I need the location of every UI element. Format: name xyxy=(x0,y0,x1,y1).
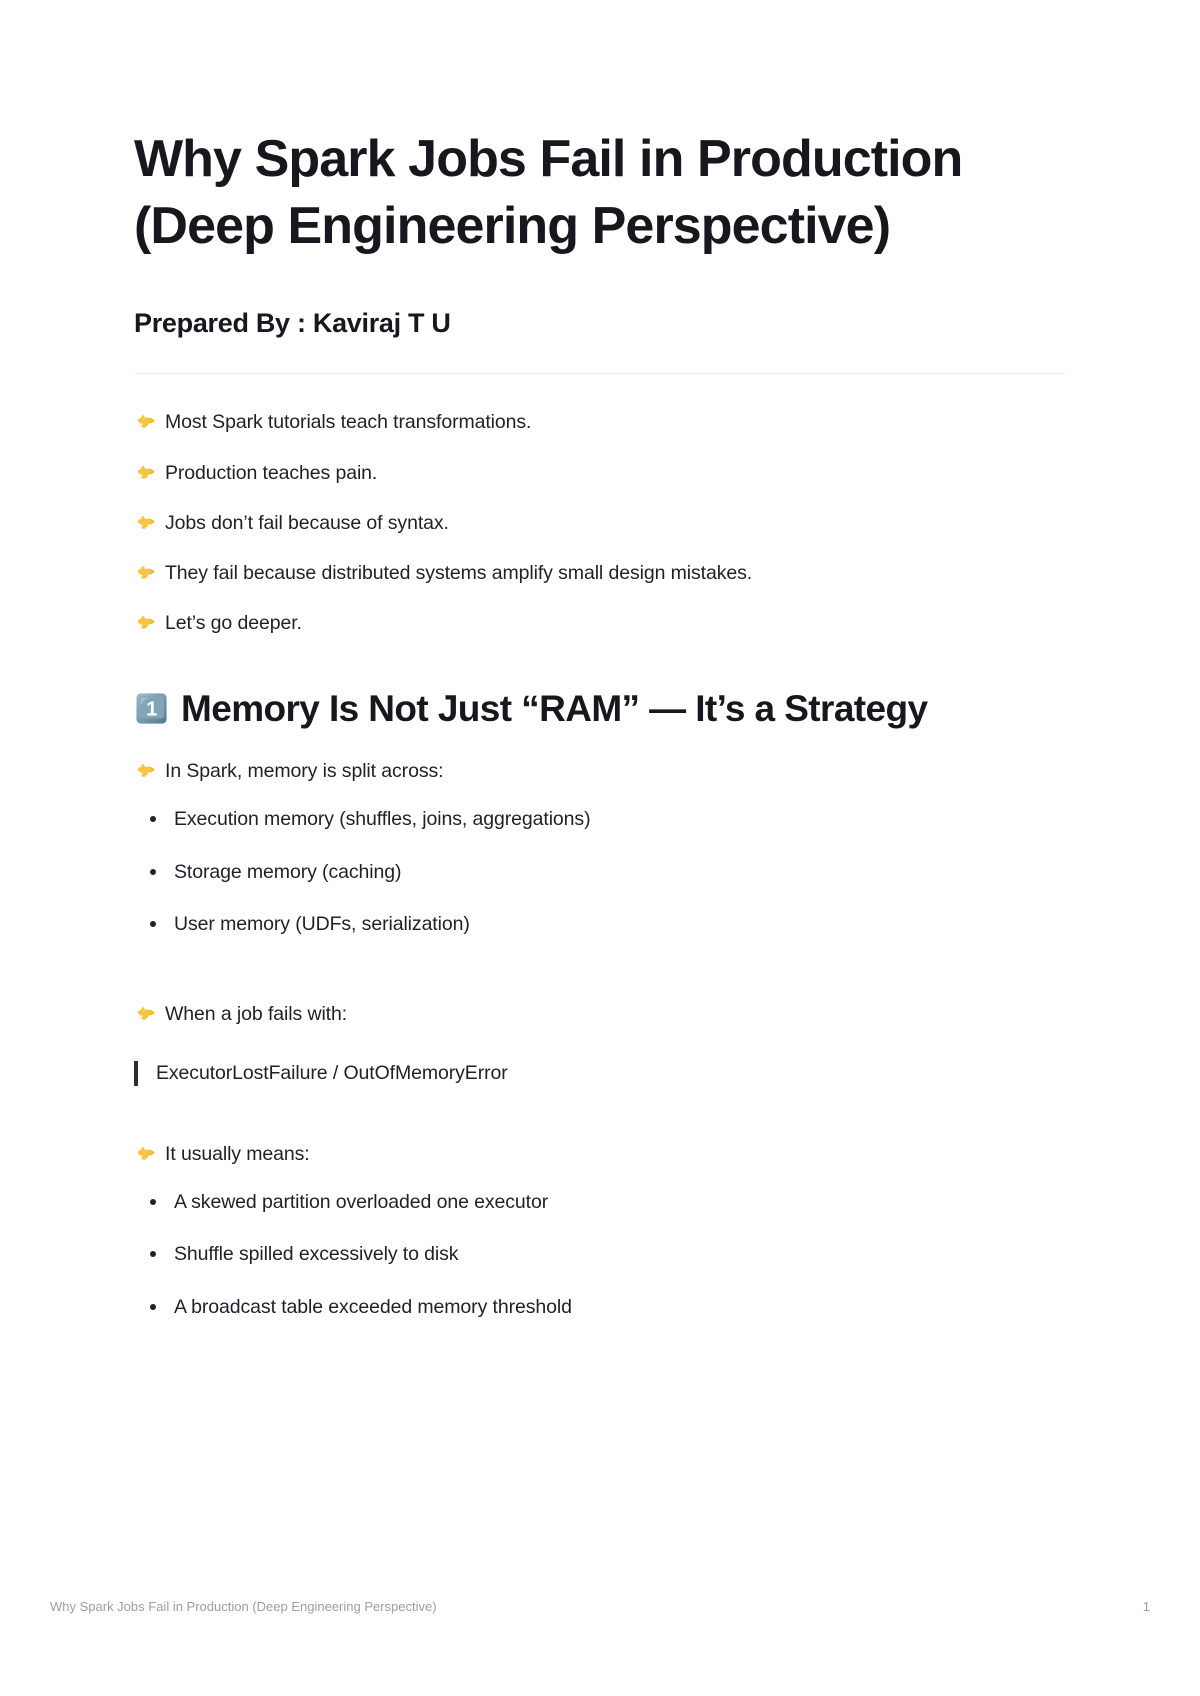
lead-line-usually-means: It usually means: xyxy=(134,1140,1066,1168)
intro-line-text: They fail because distributed systems am… xyxy=(165,562,753,585)
list-item: Storage memory (caching) xyxy=(134,858,1066,886)
pointing-right-icon xyxy=(134,1001,158,1025)
intro-line-text: Jobs don’t fail because of syntax. xyxy=(165,511,449,534)
list-item: A broadcast table exceeded memory thresh… xyxy=(134,1293,1066,1321)
spacer xyxy=(134,938,1066,976)
title-divider xyxy=(134,373,1065,375)
footer-page-number: 1 xyxy=(1142,1599,1150,1614)
intro-line-text: Most Spark tutorials teach transformatio… xyxy=(165,411,532,434)
intro-pointer-list: Most Spark tutorials teach transformatio… xyxy=(134,408,1066,637)
keycap-digit-one-icon: 1 xyxy=(134,691,169,726)
lead-line-memory-split: In Spark, memory is split across: xyxy=(134,757,1066,785)
page-title: Why Spark Jobs Fail in Production (Deep … xyxy=(134,130,963,256)
page-footer: Why Spark Jobs Fail in Production (Deep … xyxy=(50,1599,1150,1614)
list-item: Production teaches pain. xyxy=(134,459,1066,487)
intro-line-text: Let’s go deeper. xyxy=(165,612,302,635)
bullet-text: Shuffle spilled excessively to disk xyxy=(174,1243,459,1266)
pointing-right-icon xyxy=(134,610,158,634)
pointing-right-icon xyxy=(134,510,158,534)
bullet-dot-icon xyxy=(150,816,156,823)
list-item: Shuffle spilled excessively to disk xyxy=(134,1240,1066,1268)
lead-line-text: When a job fails with: xyxy=(165,1003,348,1026)
bullet-dot-icon xyxy=(150,868,156,875)
pointing-right-icon xyxy=(134,409,158,433)
bullet-dot-icon xyxy=(150,1303,156,1310)
pointing-right-icon xyxy=(134,460,158,484)
bullet-dot-icon xyxy=(150,920,156,927)
list-item: Most Spark tutorials teach transformatio… xyxy=(134,408,1066,436)
bullet-text: Storage memory (caching) xyxy=(174,860,402,883)
bullet-text: Execution memory (shuffles, joins, aggre… xyxy=(174,808,591,831)
bullet-text: A skewed partition overloaded one execut… xyxy=(174,1191,549,1214)
failure-cause-bullet-list: A skewed partition overloaded one execut… xyxy=(134,1188,1066,1321)
document-subtitle: Prepared By : Kaviraj T U xyxy=(134,308,451,339)
blockquote-bar xyxy=(134,1061,138,1086)
pointing-right-icon xyxy=(134,560,158,584)
list-item: A skewed partition overloaded one execut… xyxy=(134,1188,1066,1216)
svg-text:1: 1 xyxy=(146,698,157,720)
pointing-right-icon xyxy=(134,1141,158,1165)
list-item: Execution memory (shuffles, joins, aggre… xyxy=(134,805,1066,833)
lead-line-job-fails: When a job fails with: xyxy=(134,1000,1066,1028)
intro-line-text: Production teaches pain. xyxy=(165,461,378,484)
spacer xyxy=(134,1088,1066,1116)
list-item: Jobs don’t fail because of syntax. xyxy=(134,509,1066,537)
bullet-text: User memory (UDFs, serialization) xyxy=(174,912,470,935)
list-item: They fail because distributed systems am… xyxy=(134,559,1066,587)
error-blockquote: ExecutorLostFailure / OutOfMemoryError xyxy=(134,1059,1066,1087)
bullet-dot-icon xyxy=(150,1251,156,1258)
list-item: Let’s go deeper. xyxy=(134,609,1066,637)
bullet-text: A broadcast table exceeded memory thresh… xyxy=(174,1295,572,1318)
lead-line-text: It usually means: xyxy=(165,1142,310,1165)
section-heading-text: Memory Is Not Just “RAM” — It’s a Strate… xyxy=(181,687,928,729)
blockquote-text: ExecutorLostFailure / OutOfMemoryError xyxy=(156,1062,508,1085)
bullet-dot-icon xyxy=(150,1199,156,1206)
list-item: User memory (UDFs, serialization) xyxy=(134,910,1066,938)
lead-line-text: In Spark, memory is split across: xyxy=(165,760,444,783)
footer-title: Why Spark Jobs Fail in Production (Deep … xyxy=(50,1599,437,1614)
document-content: Why Spark Jobs Fail in Production (Deep … xyxy=(134,126,1066,1321)
pointing-right-icon xyxy=(134,758,158,782)
section-heading-1: 1 Memory Is Not Just “RAM” — It’s a Stra… xyxy=(134,684,1014,734)
memory-type-bullet-list: Execution memory (shuffles, joins, aggre… xyxy=(134,805,1066,938)
